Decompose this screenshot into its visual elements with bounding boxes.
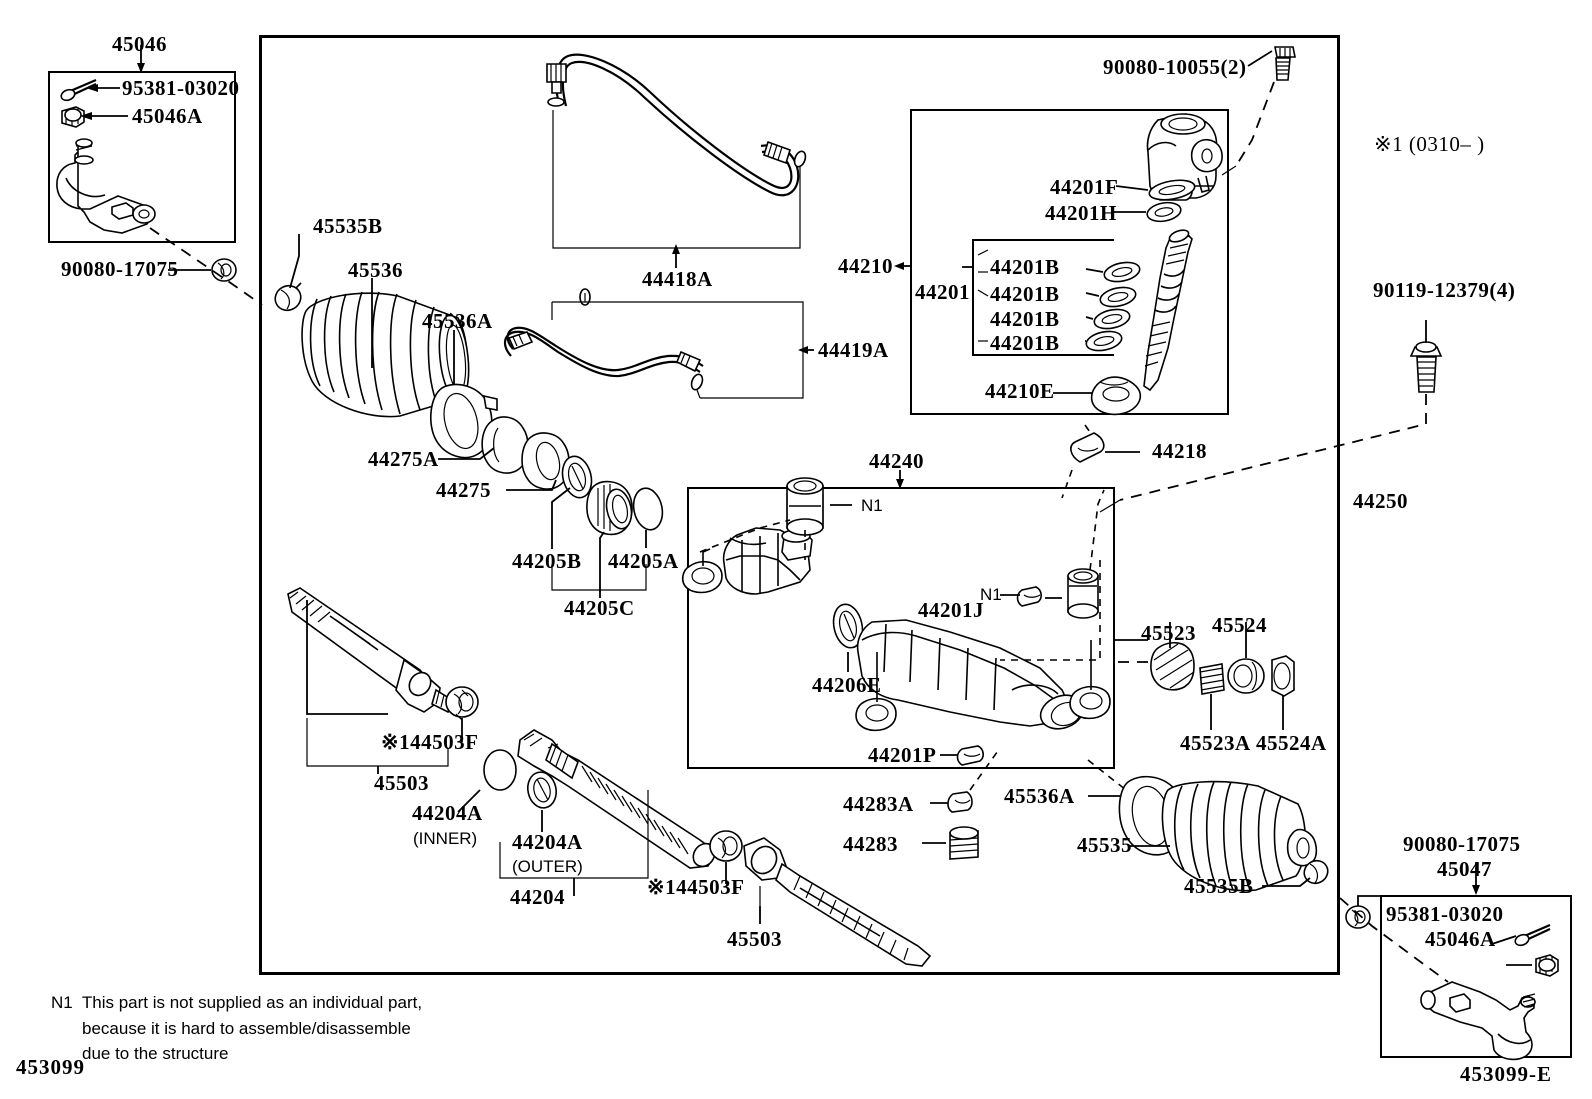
label-44205B: 44205B [512,549,582,573]
label-44201B-1: 44201B [990,255,1060,279]
label-45535B-top: 45535B [313,214,383,238]
label-44206E: 44206E [812,673,882,697]
label-44419A: 44419A [818,338,889,362]
note-n1-line2: because it is hard to assemble/disassemb… [82,1019,411,1038]
label-44204A-outer: 44204A [512,830,583,854]
label-44201H: 44201H [1045,201,1117,225]
label-45536A-top: 45536A [422,309,493,333]
label-44275A: 44275A [368,447,439,471]
label-44205A: 44205A [608,549,679,573]
label-45047: 45047 [1437,857,1492,881]
label-45523: 45523 [1141,621,1196,645]
label-44210: 44210 [838,254,893,278]
label-remark-star1: ※1 (0310– ) [1374,132,1485,156]
label-45536: 45536 [348,258,403,282]
label-90080-17075-left: 90080-17075 [61,257,179,281]
label-44204: 44204 [510,885,565,909]
label-44201B-3: 44201B [990,307,1060,331]
label-44201: 44201 [915,280,970,304]
valve-seal-kit-frame [972,239,1114,356]
label-45524A: 45524A [1256,731,1327,755]
label-95381-03020-right: 95381-03020 [1386,902,1504,926]
label-44210E: 44210E [985,379,1055,403]
label-44201B-2: 44201B [990,282,1060,306]
label-45503-right: 45503 [727,927,782,951]
label-44503F-right: ※144503F [647,875,745,899]
label-44201F: 44201F [1050,175,1119,199]
label-95381-03020-left: 95381-03020 [122,76,240,100]
label-N1-upper: N1 [861,496,883,515]
label-44201P: 44201P [868,743,937,767]
label-45536A-bottom: 45536A [1004,784,1075,808]
label-44275: 44275 [436,478,491,502]
label-45046: 45046 [112,32,167,56]
label-N1-lower: N1 [980,585,1002,604]
label-44250: 44250 [1353,489,1408,513]
label-90119-12379: 90119-12379(4) [1373,278,1516,302]
label-44201J: 44201J [918,598,984,622]
label-45046A-right: 45046A [1425,927,1496,951]
label-45046A-left: 45046A [132,104,203,128]
main-assembly-frame [259,35,1340,975]
label-44205C: 44205C [564,596,635,620]
label-45523A: 45523A [1180,731,1251,755]
label-45503-left: 45503 [374,771,429,795]
label-45524: 45524 [1212,613,1267,637]
label-44240: 44240 [869,449,924,473]
label-44283A: 44283A [843,792,914,816]
label-44283: 44283 [843,832,898,856]
valve-assembly-frame [910,109,1229,415]
label-44204A-outer-suffix: (OUTER) [512,857,583,876]
label-45535: 45535 [1077,833,1132,857]
label-44204A-inner-suffix: (INNER) [413,829,478,848]
note-n1-line3: due to the structure [82,1044,229,1063]
sheet-number-bottom-left: 453099 [16,1055,85,1079]
label-90080-17075-right: 90080-17075 [1403,832,1521,856]
label-44201B-4: 44201B [990,331,1060,355]
label-90080-10055: 90080-10055(2) [1103,55,1247,79]
housing-assembly-frame [687,487,1115,769]
label-44418A: 44418A [642,267,713,291]
note-n1-line1: N1 This part is not supplied as an indiv… [51,993,423,1012]
label-44204A-inner: 44204A [412,801,483,825]
label-44218: 44218 [1152,439,1207,463]
label-44503F-left: ※144503F [381,730,479,754]
label-45535B-bottom: 45535B [1184,874,1254,898]
sheet-number-bottom-right: 453099-E [1460,1062,1552,1086]
